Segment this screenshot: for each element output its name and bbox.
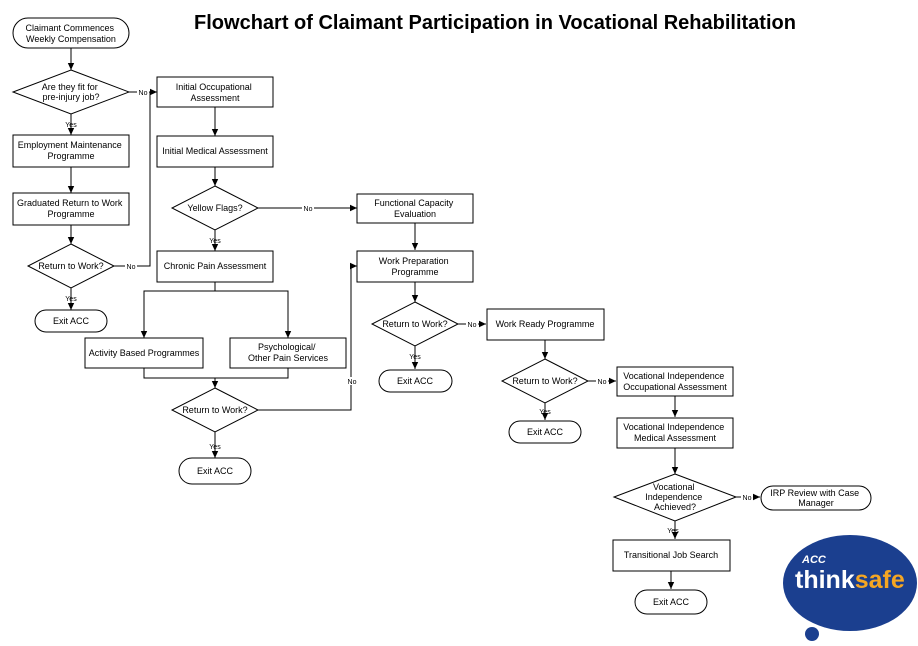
start-node (12, 17, 130, 49)
label-yes: Yes (209, 238, 221, 245)
work-ready-box (486, 308, 605, 341)
functional-capacity-box (356, 193, 474, 224)
thinksafe-logo: ACC thinksafe (783, 535, 917, 641)
exit-acc-5 (634, 589, 708, 615)
exit-acc-5-label: Exit ACC (653, 597, 690, 607)
decision-rtw-4 (500, 358, 590, 404)
vi-medical-box (616, 417, 734, 449)
edge-chronic-to-psych (215, 290, 292, 338)
decision-rtw-4-label: Return to Work? (512, 376, 577, 386)
logo-brand-accent: safe (855, 566, 905, 594)
exit-acc-3-label: Exit ACC (397, 376, 434, 386)
decision-fit-for-job (11, 69, 131, 115)
label-no: No (139, 90, 148, 97)
edge-merge-services (143, 368, 289, 379)
label-no: No (127, 264, 136, 271)
activity-based-label: Activity Based Programmes (89, 348, 200, 358)
label-no: No (304, 206, 313, 213)
vi-occupational-label: Vocational Independence Occupational Ass… (623, 371, 727, 392)
irp-review-label: IRP Review with Case Manager (770, 488, 861, 508)
vi-medical-label: Vocational Independence Medical Assessme… (623, 422, 727, 443)
employment-maintenance-box (12, 134, 130, 168)
label-no: No (468, 322, 477, 329)
exit-acc-1 (34, 309, 108, 333)
decision-fit-for-job-label: Are they fit for pre-injury job? (42, 82, 101, 102)
logo-brand: think (795, 566, 855, 594)
label-no: No (348, 379, 357, 386)
connectors (67, 48, 760, 589)
decision-yellow-flags (170, 185, 260, 231)
edge-labels: Yes No Yes No Yes No Yes No Yes No Yes N… (65, 88, 753, 535)
transitional-job-search-label: Transitional Job Search (624, 550, 718, 560)
chronic-pain-box (156, 250, 274, 283)
decision-rtw-3-label: Return to Work? (382, 319, 447, 329)
activity-based-box (84, 337, 204, 369)
work-ready-label: Work Ready Programme (496, 319, 595, 329)
irp-review-node (760, 485, 872, 511)
label-no: No (598, 379, 607, 386)
decision-rtw-1 (26, 243, 116, 289)
employment-maintenance-label: Employment Maintenance Programme (18, 140, 125, 161)
decision-rtw-3 (370, 301, 460, 347)
logo-wordmark: thinksafe (795, 566, 905, 594)
start-node-label: Claimant Commences Weekly Compensation (25, 23, 116, 44)
exit-acc-4-label: Exit ACC (527, 427, 564, 437)
exit-acc-2-label: Exit ACC (197, 466, 234, 476)
label-yes: Yes (409, 354, 421, 361)
logo-drop (805, 627, 819, 641)
work-preparation-label: Work Preparation Programme (379, 256, 451, 277)
decision-vi-achieved (612, 473, 738, 522)
label-yes: Yes (65, 122, 77, 129)
exit-acc-3 (378, 369, 453, 393)
initial-occupational-label: Initial Occupational Assessment (176, 82, 255, 103)
label-yes: Yes (539, 409, 551, 416)
label-yes: Yes (209, 444, 221, 451)
decision-rtw-2 (170, 387, 260, 433)
initial-occupational-box (156, 76, 274, 108)
label-yes: Yes (667, 528, 679, 535)
label-yes: Yes (65, 296, 77, 303)
functional-capacity-label: Functional Capacity Evaluation (374, 198, 456, 219)
initial-medical-label: Initial Medical Assessment (162, 146, 268, 156)
exit-acc-1-label: Exit ACC (53, 316, 90, 326)
vi-occupational-box (616, 366, 734, 397)
logo-small-text: ACC (801, 554, 827, 566)
graduated-rtw-label: Graduated Return to Work Programme (17, 198, 125, 219)
exit-acc-2 (178, 457, 252, 485)
exit-acc-4 (508, 420, 582, 444)
decision-rtw-1-label: Return to Work? (38, 261, 103, 271)
graduated-rtw-box (12, 192, 130, 226)
psychological-label: Psychological/ Other Pain Services (248, 342, 329, 363)
edge-rtw1-no (114, 92, 151, 267)
initial-medical-box (156, 135, 274, 168)
decision-yellow-flags-label: Yellow Flags? (187, 203, 242, 213)
decision-rtw-2-label: Return to Work? (182, 405, 247, 415)
edge-chronic-to-activity (140, 282, 216, 338)
chronic-pain-label: Chronic Pain Assessment (164, 261, 267, 271)
decision-vi-achieved-label: Vocational Independence Achieved? (645, 482, 705, 512)
logo-blob (783, 535, 917, 631)
psychological-box (229, 337, 347, 369)
label-no: No (743, 495, 752, 502)
edge-rtw2-no (258, 262, 357, 411)
transitional-job-search-box (612, 539, 731, 572)
page-title: Flowchart of Claimant Participation in V… (194, 12, 796, 34)
work-preparation-box (356, 250, 474, 283)
